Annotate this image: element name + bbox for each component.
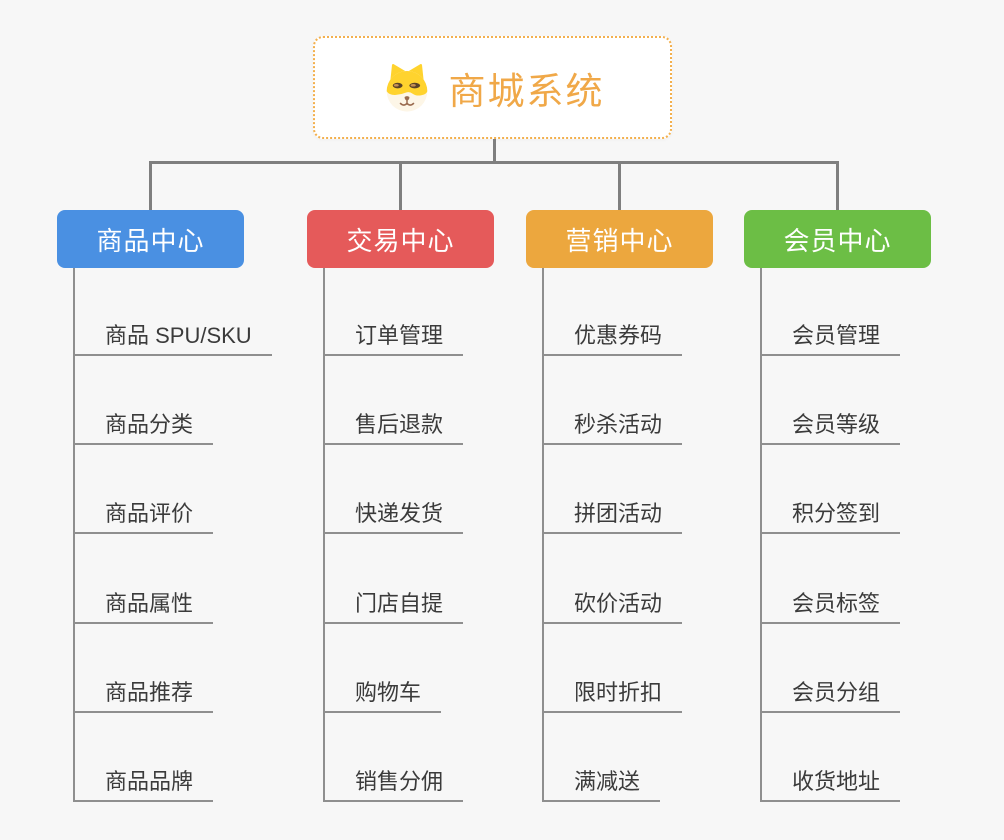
dog-face-icon — [386, 63, 427, 112]
child-item-label: 商品推荐 — [105, 680, 194, 705]
child-item[interactable]: 商品 SPU/SKU — [73, 322, 272, 356]
child-item-label: 会员管理 — [792, 323, 881, 348]
branch-box-1[interactable]: 商品中心 — [57, 210, 244, 268]
child-item[interactable]: 会员标签 — [760, 590, 901, 624]
child-item[interactable]: 门店自提 — [323, 590, 464, 624]
child-item[interactable]: 砍价活动 — [542, 590, 683, 624]
child-item[interactable]: 商品推荐 — [73, 679, 214, 713]
child-item-label: 商品 SPU/SKU — [105, 323, 252, 348]
child-item[interactable]: 商品品牌 — [73, 768, 214, 802]
child-item-label: 拼团活动 — [574, 501, 663, 526]
child-item[interactable]: 收货地址 — [760, 768, 901, 802]
child-item[interactable]: 优惠券码 — [542, 322, 683, 356]
connector-branch-trunk — [323, 268, 325, 802]
child-item-label: 快递发货 — [355, 501, 444, 526]
branch-label: 会员中心 — [783, 225, 892, 256]
root-title: 商城系统 — [448, 70, 605, 112]
branch-box-2[interactable]: 交易中心 — [307, 210, 494, 268]
child-item[interactable]: 限时折扣 — [542, 679, 683, 713]
child-item[interactable]: 购物车 — [323, 679, 442, 713]
child-item[interactable]: 商品分类 — [73, 411, 214, 445]
child-item[interactable]: 拼团活动 — [542, 500, 683, 534]
connector-branch-drop — [836, 161, 839, 210]
child-item-label: 商品属性 — [105, 591, 194, 616]
child-item-label: 商品评价 — [105, 501, 194, 526]
child-item-label: 销售分佣 — [355, 769, 444, 794]
child-item[interactable]: 积分签到 — [760, 500, 901, 534]
child-item-label: 收货地址 — [792, 769, 881, 794]
connector-branch-trunk — [760, 268, 762, 802]
connector-branch-drop — [618, 161, 621, 210]
child-item[interactable]: 会员管理 — [760, 322, 901, 356]
child-item-label: 限时折扣 — [574, 680, 663, 705]
child-item-label: 订单管理 — [355, 323, 444, 348]
child-item-label: 购物车 — [355, 680, 422, 705]
child-item-label: 积分签到 — [792, 501, 881, 526]
child-item-label: 会员分组 — [792, 680, 881, 705]
child-item[interactable]: 快递发货 — [323, 500, 464, 534]
branch-label: 商品中心 — [96, 225, 205, 256]
child-item[interactable]: 商品评价 — [73, 500, 214, 534]
child-item-label: 砍价活动 — [574, 591, 663, 616]
child-item-label: 售后退款 — [355, 412, 444, 437]
child-item-label: 秒杀活动 — [574, 412, 663, 437]
child-item-label: 门店自提 — [355, 591, 444, 616]
branch-label: 营销中心 — [565, 225, 674, 256]
connector-branch-drop — [399, 161, 402, 210]
child-item[interactable]: 售后退款 — [323, 411, 464, 445]
child-item[interactable]: 商品属性 — [73, 590, 214, 624]
child-item[interactable]: 会员分组 — [760, 679, 901, 713]
child-item-label: 满减送 — [574, 769, 641, 794]
branch-box-4[interactable]: 会员中心 — [744, 210, 931, 268]
child-item[interactable]: 满减送 — [542, 768, 661, 802]
connector-branch-trunk — [73, 268, 75, 802]
child-item[interactable]: 秒杀活动 — [542, 411, 683, 445]
child-item-label: 优惠券码 — [574, 323, 663, 348]
child-item-label: 会员标签 — [792, 591, 881, 616]
root-node[interactable]: 商城系统 — [313, 36, 672, 139]
child-item[interactable]: 订单管理 — [323, 322, 464, 356]
connector-branch-trunk — [542, 268, 544, 802]
branch-label: 交易中心 — [346, 225, 455, 256]
child-item-label: 商品品牌 — [105, 769, 194, 794]
child-item[interactable]: 销售分佣 — [323, 768, 464, 802]
branch-box-3[interactable]: 营销中心 — [526, 210, 713, 268]
connector-bus — [149, 161, 839, 164]
connector-root-stem — [493, 139, 496, 164]
child-item-label: 商品分类 — [105, 412, 194, 437]
connector-branch-drop — [149, 161, 152, 210]
child-item-label: 会员等级 — [792, 412, 881, 437]
child-item[interactable]: 会员等级 — [760, 411, 901, 445]
